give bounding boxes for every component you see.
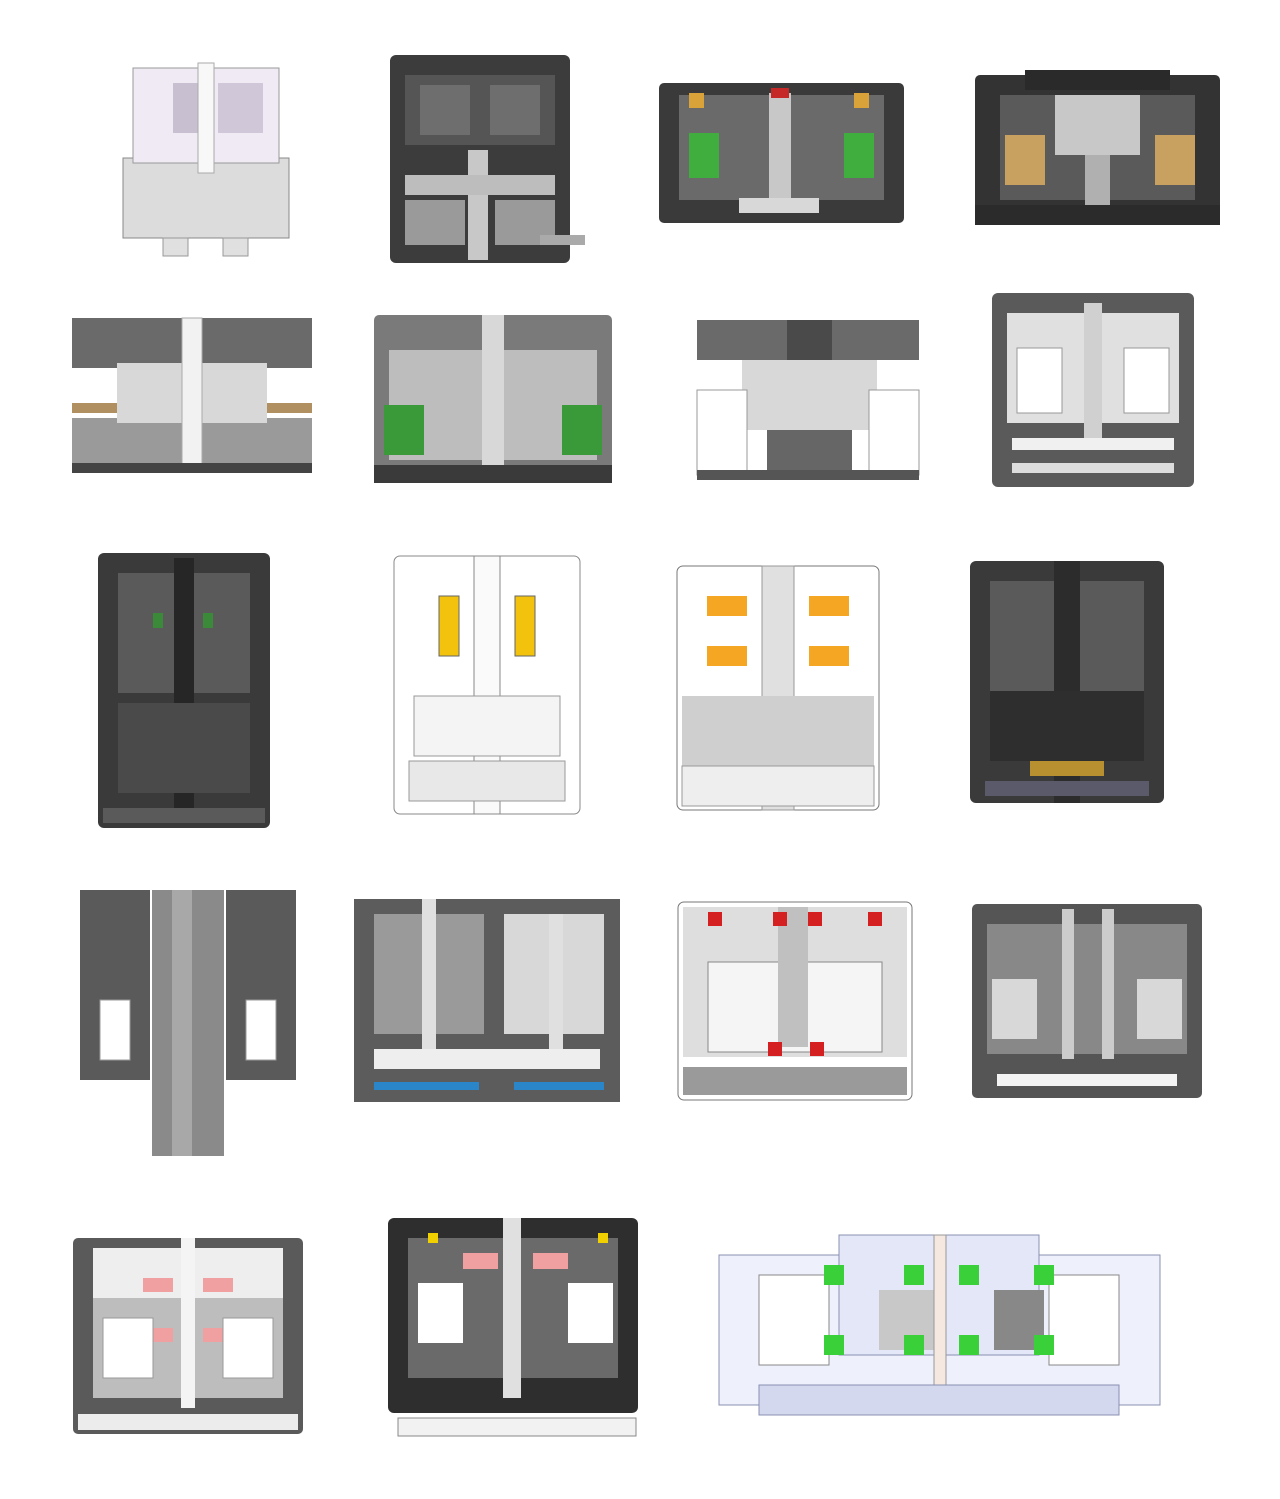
cross-section-view-1 (113, 58, 299, 258)
cross-section-view-5 (72, 317, 312, 478)
cross-section-view-17 (73, 1238, 303, 1434)
cross-section-view-3 (659, 83, 904, 223)
cross-section-view-9 (98, 553, 270, 828)
cross-section-view-7 (696, 320, 920, 480)
cross-section-view-2 (390, 55, 585, 263)
cross-section-view-6 (374, 315, 612, 483)
cross-section-view-10 (393, 555, 581, 815)
cross-section-view-14 (354, 899, 620, 1102)
cross-section-view-15 (677, 901, 913, 1101)
drawing-1 (122, 62, 290, 257)
cross-section-view-4 (975, 70, 1220, 228)
cross-section-view-11 (676, 565, 880, 811)
cross-section-view-13 (80, 890, 296, 1156)
cross-section-view-12 (970, 561, 1164, 803)
cross-section-view-19 (718, 1234, 1161, 1421)
cross-section-view-8 (992, 293, 1194, 487)
cross-section-view-18 (388, 1218, 638, 1442)
cross-section-view-16 (972, 904, 1202, 1098)
